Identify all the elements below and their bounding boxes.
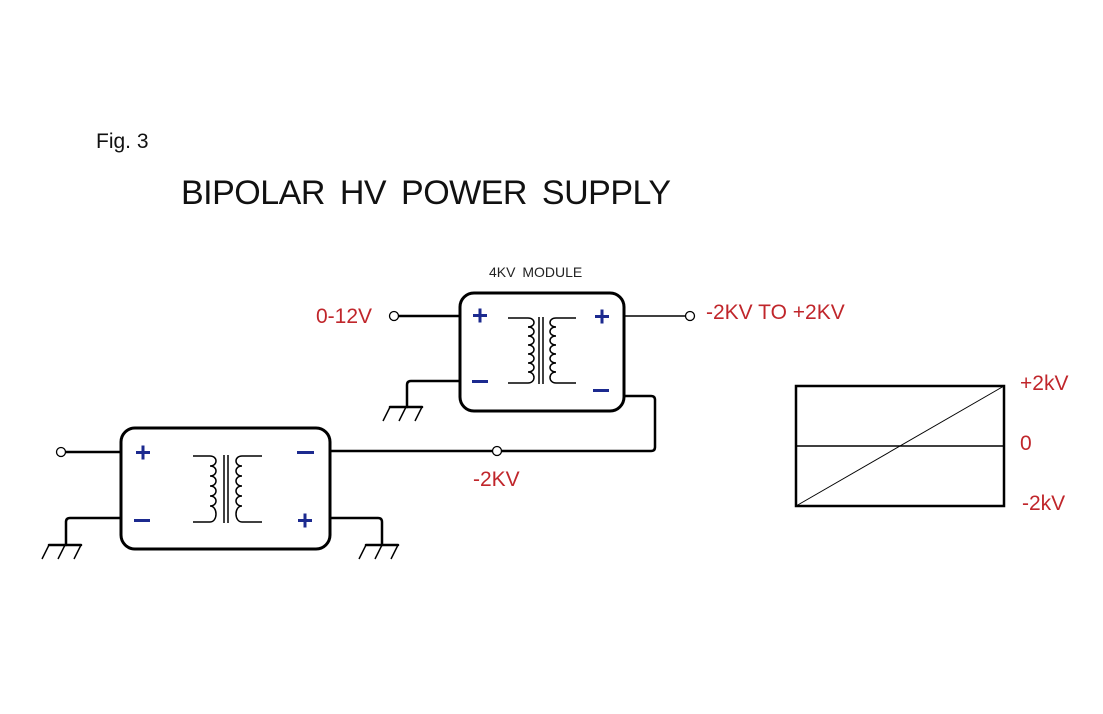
ground-icon bbox=[41, 543, 83, 560]
graph-label-zero: 0 bbox=[1020, 432, 1032, 455]
top-output-terminal bbox=[684, 310, 696, 322]
ground-icon bbox=[358, 543, 400, 560]
top-in-minus-icon bbox=[472, 380, 488, 383]
diagram-title: BIPOLAR HV POWER SUPPLY bbox=[181, 174, 671, 212]
input-voltage-label: 0-12V bbox=[316, 305, 373, 328]
transformer-icon bbox=[193, 455, 262, 523]
bottom-module bbox=[41, 426, 400, 560]
module-label: 4KV MODULE bbox=[489, 264, 583, 280]
top-out-minus-icon bbox=[593, 389, 609, 392]
output-voltage-label: -2KV TO +2KV bbox=[706, 301, 845, 324]
bottom-in-plus-icon bbox=[136, 445, 150, 460]
output-ramp-graph bbox=[794, 384, 1006, 508]
negative-bias-label: -2KV bbox=[473, 468, 520, 491]
bottom-module-box bbox=[119, 426, 332, 551]
top-module bbox=[328, 291, 696, 457]
figure-label: Fig. 3 bbox=[96, 130, 149, 153]
ground-icon bbox=[382, 405, 424, 422]
negative-bias-terminal bbox=[491, 445, 503, 457]
top-ground-wire bbox=[405, 379, 462, 409]
bottom-input-terminal bbox=[55, 446, 67, 458]
graph-label-bottom: -2kV bbox=[1022, 492, 1066, 515]
bottom-right-ground-wire bbox=[328, 516, 384, 547]
top-module-box bbox=[458, 291, 626, 413]
transformer-icon bbox=[508, 317, 576, 384]
bottom-left-ground-wire bbox=[64, 516, 123, 547]
graph-label-top: +2kV bbox=[1020, 372, 1069, 395]
top-input-terminal bbox=[388, 310, 400, 322]
bottom-in-minus-icon bbox=[134, 519, 150, 522]
bottom-out-minus-icon bbox=[297, 451, 314, 454]
series-link-wire bbox=[328, 394, 657, 453]
top-in-plus-icon bbox=[473, 308, 487, 323]
bottom-out-plus-icon bbox=[298, 513, 312, 528]
top-out-plus-icon bbox=[595, 309, 609, 324]
graph-ramp-line bbox=[795, 385, 1005, 507]
